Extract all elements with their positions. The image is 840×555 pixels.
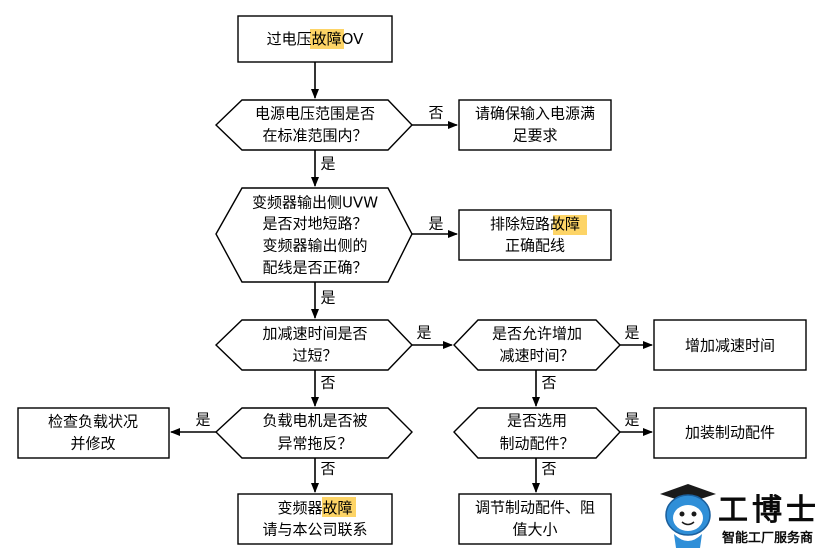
node-braking-parts-check <box>453 407 621 459</box>
node-supply-voltage-check-line2: 在标准范围内？ <box>262 127 367 145</box>
edge-label-n6-n10: 否 <box>320 374 335 392</box>
node-check-load-line1: 检查负载状况 <box>48 413 138 431</box>
node-motor-reverse-check-line1: 负载电机是否被 <box>262 412 367 430</box>
edge-label-n2-n4: 是 <box>320 155 335 173</box>
edge-label-n7-n8: 是 <box>624 324 639 342</box>
edge-label-n7-n11: 否 <box>541 374 556 392</box>
node-clear-short-fault-line1: 排除短路故障 <box>490 215 580 233</box>
node-braking-parts-check-line2: 制动配件？ <box>499 435 574 453</box>
edge-label-n11-n12: 是 <box>624 411 639 429</box>
node-install-braking-parts <box>653 407 807 459</box>
logo-subtitle: 智能工厂服务商 <box>722 530 813 546</box>
node-increase-decel-time <box>653 319 807 371</box>
edge-label-n10-n13: 否 <box>320 460 335 478</box>
edge-label-n4-n5: 是 <box>428 215 443 233</box>
edge-label-n6-n7: 是 <box>416 324 431 342</box>
node-check-load <box>17 407 170 459</box>
node-increase-decel-time-label: 增加减速时间 <box>685 337 775 355</box>
node-accel-decel-check-line1: 加减速时间是否 <box>262 325 367 343</box>
node-allow-increase-decel-line1: 是否允许增加 <box>492 325 582 343</box>
node-ensure-input-supply-line1: 请确保输入电源满 <box>475 105 595 123</box>
node-install-braking-parts-label: 加装制动配件 <box>685 424 775 442</box>
edge-label-n10-n9: 是 <box>195 411 210 429</box>
node-allow-increase-decel <box>453 319 621 371</box>
node-output-short-check-line4: 配线是否正确？ <box>262 259 367 277</box>
edge-label-n4-n6: 是 <box>320 289 335 307</box>
edge-label-n2-n3: 否 <box>428 104 443 122</box>
node-output-short-check-line3: 变频器输出侧的 <box>262 237 367 255</box>
node-output-short-check-line2: 是否对地短路？ <box>262 215 367 233</box>
node-inverter-fault-contact-line1: 变频器故障 <box>277 499 352 517</box>
node-braking-parts-check-line1: 是否选用 <box>507 412 567 430</box>
node-adjust-braking-resistor-line1: 调节制动配件、阻 <box>475 499 595 517</box>
node-ensure-input-supply <box>458 99 612 151</box>
node-output-short-check <box>215 187 413 283</box>
logo: 工博士 智能工厂服务商 <box>660 484 820 548</box>
node-motor-reverse-check-line2: 异常拖反？ <box>277 435 352 453</box>
node-motor-reverse-check <box>214 407 413 459</box>
node-adjust-braking-resistor-line2: 值大小 <box>512 521 557 539</box>
mascot-icon <box>660 484 716 548</box>
node-ensure-input-supply-line2: 足要求 <box>512 127 557 145</box>
highlight-fault-n5 <box>553 215 587 235</box>
node-adjust-braking-resistor <box>458 493 612 545</box>
node-supply-voltage-check-line1: 电源电压范围是否 <box>255 105 375 123</box>
node-accel-decel-check <box>214 319 413 371</box>
edge-labels: 否 是 是 是 是 是 否 是 否 否 是 否 <box>195 104 639 478</box>
highlight-fault-n1 <box>310 29 344 49</box>
edge-label-n11-n14: 否 <box>541 460 556 478</box>
node-accel-decel-check-line2: 过短？ <box>292 347 337 365</box>
node-check-load-line2: 并修改 <box>70 435 115 453</box>
node-inverter-fault-contact-line2: 请与本公司联系 <box>262 521 367 539</box>
logo-title: 工博士 <box>718 493 820 528</box>
node-clear-short-fault-line2: 正确配线 <box>505 237 565 255</box>
edges <box>170 62 653 493</box>
node-overvoltage-fault-label: 过电压故障OV <box>267 30 365 48</box>
node-inverter-fault-contact <box>237 493 393 545</box>
highlight-fault-n13 <box>322 497 356 517</box>
node-allow-increase-decel-line2: 减速时间？ <box>499 347 574 365</box>
node-output-short-check-line1: 变频器输出侧UVW <box>252 194 378 212</box>
node-supply-voltage-check <box>214 99 413 151</box>
